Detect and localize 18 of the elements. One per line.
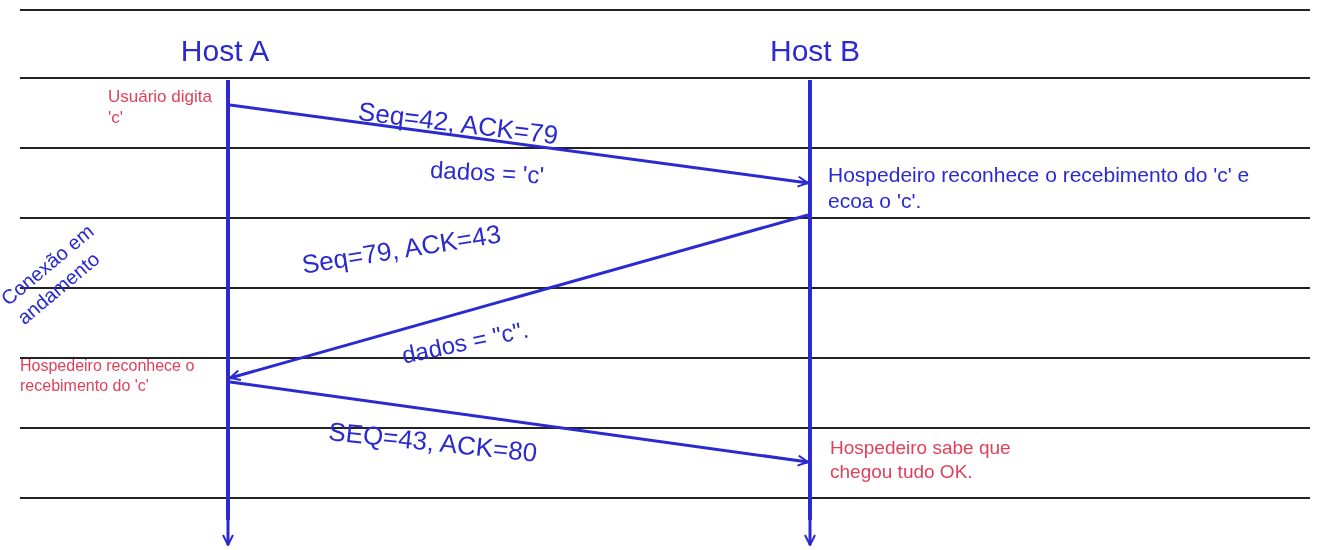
lifeline-arrow: [804, 520, 816, 546]
annotation: Hospedeiro sabe que chegou tudo OK.: [830, 436, 1012, 484]
annotation: dados = "c".: [399, 314, 532, 371]
message-arrow: [229, 213, 809, 382]
annotation: Hospedeiro reconhece o recebimento do 'c' e ecoa o 'c'.: [828, 162, 1251, 215]
host-heading: Host A: [180, 36, 270, 66]
lifeline: [226, 80, 230, 520]
host-heading: Host B: [770, 36, 860, 66]
edge-label: Seq=79, ACK=43: [300, 220, 503, 278]
annotation: Hospedeiro reconhece o recebimento do 'c': [20, 356, 196, 396]
lifeline: [808, 80, 812, 520]
message-arrow: [229, 380, 809, 467]
annotation: dados = 'c': [429, 154, 546, 191]
edge-label: Seq=42, ACK=79: [356, 98, 560, 149]
edge-label: SEQ=43, ACK=80: [327, 418, 539, 466]
annotation: Usuário digita 'c': [108, 86, 213, 129]
message-arrow: [229, 103, 809, 188]
lifeline-arrow: [222, 520, 234, 546]
